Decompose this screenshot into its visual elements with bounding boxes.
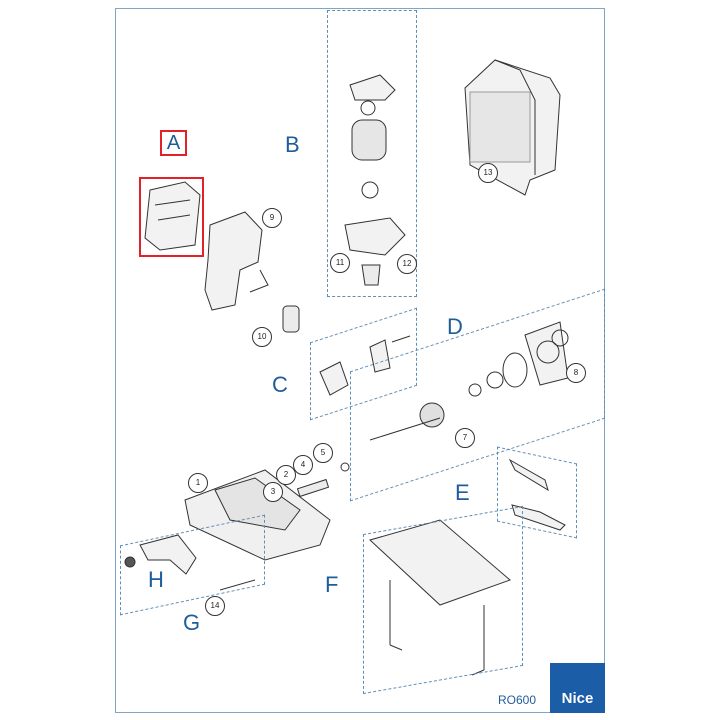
selected-part-highlight[interactable] [139, 177, 204, 257]
part-number-3[interactable]: 3 [263, 482, 283, 502]
part-number-8[interactable]: 8 [566, 363, 586, 383]
brand-logo: Nice [550, 663, 605, 713]
diagram-frame [115, 8, 605, 713]
group-a-label-box[interactable]: A [160, 130, 187, 156]
part-number-5[interactable]: 5 [313, 443, 333, 463]
group-g-label[interactable]: G [183, 610, 201, 635]
group-h-label[interactable]: H [148, 567, 164, 592]
base-drawing [184, 469, 331, 561]
group-f-label[interactable]: F [325, 572, 339, 597]
part-number-14[interactable]: 14 [205, 596, 225, 616]
group-f-outline [363, 505, 523, 695]
model-label: RO600 [498, 693, 537, 707]
part-number-9[interactable]: 9 [262, 208, 282, 228]
part-number-2[interactable]: 2 [276, 465, 296, 485]
shaft-parts-drawing [296, 462, 350, 498]
part-number-7[interactable]: 7 [455, 428, 475, 448]
part-number-11[interactable]: 11 [330, 253, 350, 273]
release-lever-drawing [124, 534, 256, 591]
group-b-label[interactable]: B [285, 132, 300, 157]
group-d-label[interactable]: D [447, 314, 463, 339]
group-b-outline [327, 10, 417, 297]
part-number-4[interactable]: 4 [293, 455, 313, 475]
capacitor-drawing [282, 305, 300, 333]
brand-logo-text: Nice [561, 690, 594, 707]
part-number-13[interactable]: 13 [478, 163, 498, 183]
part-number-10[interactable]: 10 [252, 327, 272, 347]
group-c-label[interactable]: C [272, 372, 288, 397]
control-unit-drawing [144, 181, 201, 251]
group-a-label: A [166, 132, 181, 154]
part-number-1[interactable]: 1 [188, 473, 208, 493]
release-key-drawing [508, 458, 566, 531]
group-e-label[interactable]: E [455, 480, 470, 505]
gearbox-drawing [369, 321, 569, 441]
motor-drawing [344, 74, 406, 286]
cover-drawing [464, 59, 561, 196]
foundation-plate-drawing [369, 519, 511, 676]
encoder-drawing [319, 335, 411, 396]
bracket-drawing [204, 211, 269, 311]
part-number-12[interactable]: 12 [397, 254, 417, 274]
